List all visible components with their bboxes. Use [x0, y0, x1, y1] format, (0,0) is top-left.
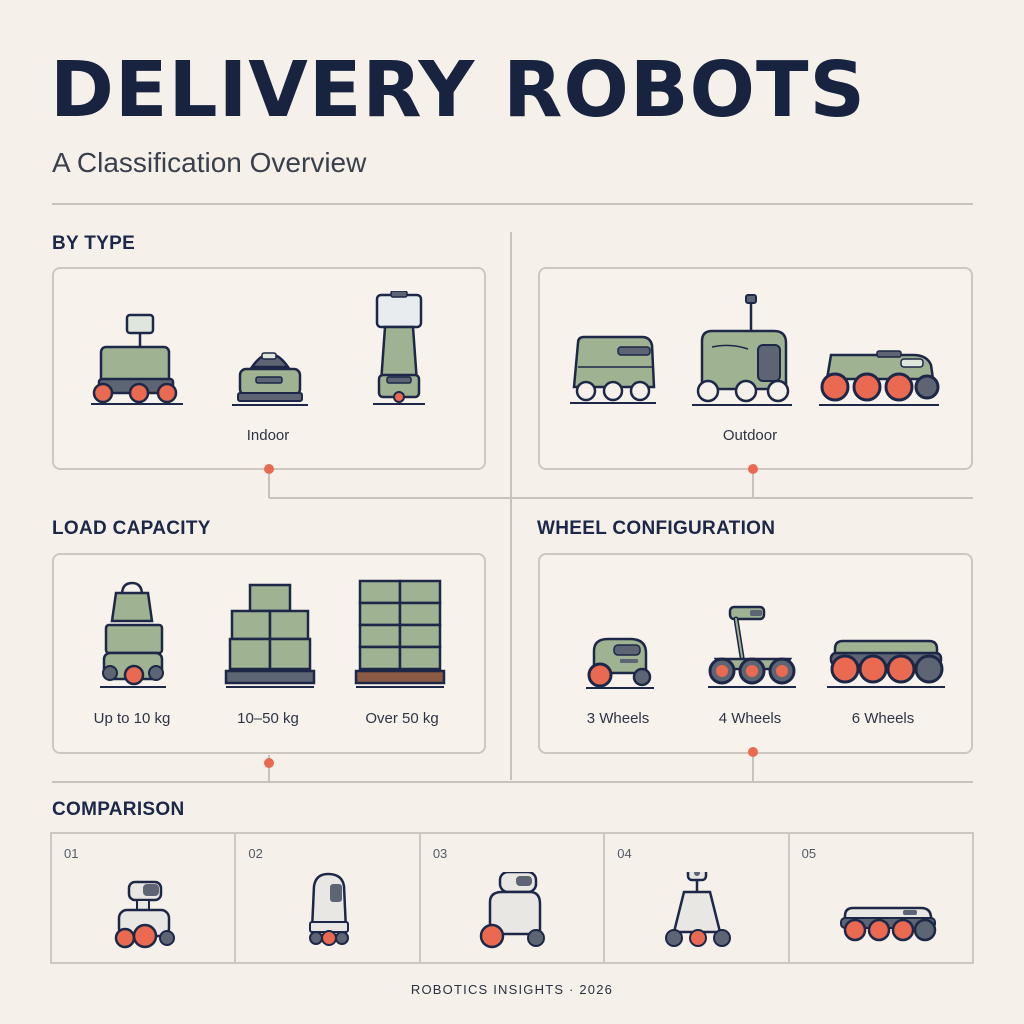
indoor-tall-robot-icon: [373, 291, 425, 405]
comparison-cell-04: 04: [605, 834, 790, 962]
indoor-cart-robot-icon: [91, 313, 183, 405]
wheel-label-six: 6 Wheels: [851, 710, 915, 727]
outdoor-sidewalk-robot-icon: [692, 294, 792, 406]
outdoor-connector-dot: [748, 464, 758, 474]
section-heading-load-capacity: LOAD CAPACITY: [52, 518, 211, 539]
load-medium-pallet-icon: [224, 583, 316, 688]
comparison-robot-02-icon: [308, 872, 349, 946]
outdoor-connector-line: [752, 474, 754, 498]
four-wheel-robot-icon: [708, 605, 796, 688]
comparison-number: 02: [248, 846, 263, 861]
indoor-connector-dot: [264, 464, 274, 474]
comparison-number: 03: [432, 846, 448, 861]
comparison-robot-05-icon: [839, 906, 937, 942]
section-heading-comparison: COMPARISON: [52, 799, 185, 820]
divider-center: [510, 232, 512, 780]
load-connector-line: [268, 755, 270, 782]
load-connector-dot: [264, 758, 274, 768]
comparison-number: 04: [617, 846, 632, 861]
divider-top: [52, 203, 973, 205]
outdoor-label: Outdoor: [722, 427, 778, 444]
comparison-row: 01 02 03 04: [50, 832, 974, 964]
footer-credit: ROBOTICS INSIGHTS · 2026: [410, 982, 614, 997]
comparison-cell-01: 01: [52, 834, 237, 962]
page-title: DELIVERY ROBOTS: [50, 46, 866, 135]
wheel-label-three: 3 Wheels: [586, 710, 650, 727]
comparison-robot-04-icon: [665, 872, 732, 947]
indoor-dome-robot-icon: [232, 352, 308, 406]
wheel-connector-dot: [748, 747, 758, 757]
wheel-configuration-panel: [538, 553, 973, 754]
indoor-panel: [52, 267, 486, 470]
outdoor-box-robot-icon: [570, 335, 656, 404]
section-heading-by-type: BY TYPE: [52, 233, 136, 254]
wheel-label-four: 4 Wheels: [718, 710, 782, 727]
comparison-number: 05: [801, 846, 817, 861]
comparison-number: 01: [64, 846, 79, 861]
comparison-robot-01-icon: [114, 880, 176, 949]
load-label-small: Up to 10 kg: [93, 710, 171, 727]
page-subtitle: A Classification Overview: [52, 147, 367, 178]
section-heading-wheel-configuration: WHEEL CONFIGURATION: [537, 518, 776, 539]
outdoor-panel: [538, 267, 973, 470]
load-label-large: Over 50 kg: [365, 710, 439, 727]
six-wheel-robot-icon: [827, 639, 945, 688]
wheel-connector-line: [752, 757, 754, 782]
divider-bottom: [52, 781, 973, 783]
three-wheel-robot-icon: [586, 637, 654, 689]
comparison-robot-03-icon: [479, 872, 546, 949]
comparison-cell-03: 03: [421, 834, 606, 962]
divider-middle: [269, 497, 973, 499]
load-capacity-panel: [52, 553, 486, 754]
load-label-medium: 10–50 kg: [237, 710, 299, 727]
comparison-cell-05: 05: [790, 834, 972, 962]
indoor-label: Indoor: [246, 427, 290, 444]
outdoor-rover-robot-icon: [819, 350, 940, 406]
load-small-robot-icon: [100, 581, 166, 688]
load-large-pallet-icon: [354, 579, 446, 688]
comparison-cell-02: 02: [236, 834, 421, 962]
indoor-connector-line: [268, 474, 270, 498]
